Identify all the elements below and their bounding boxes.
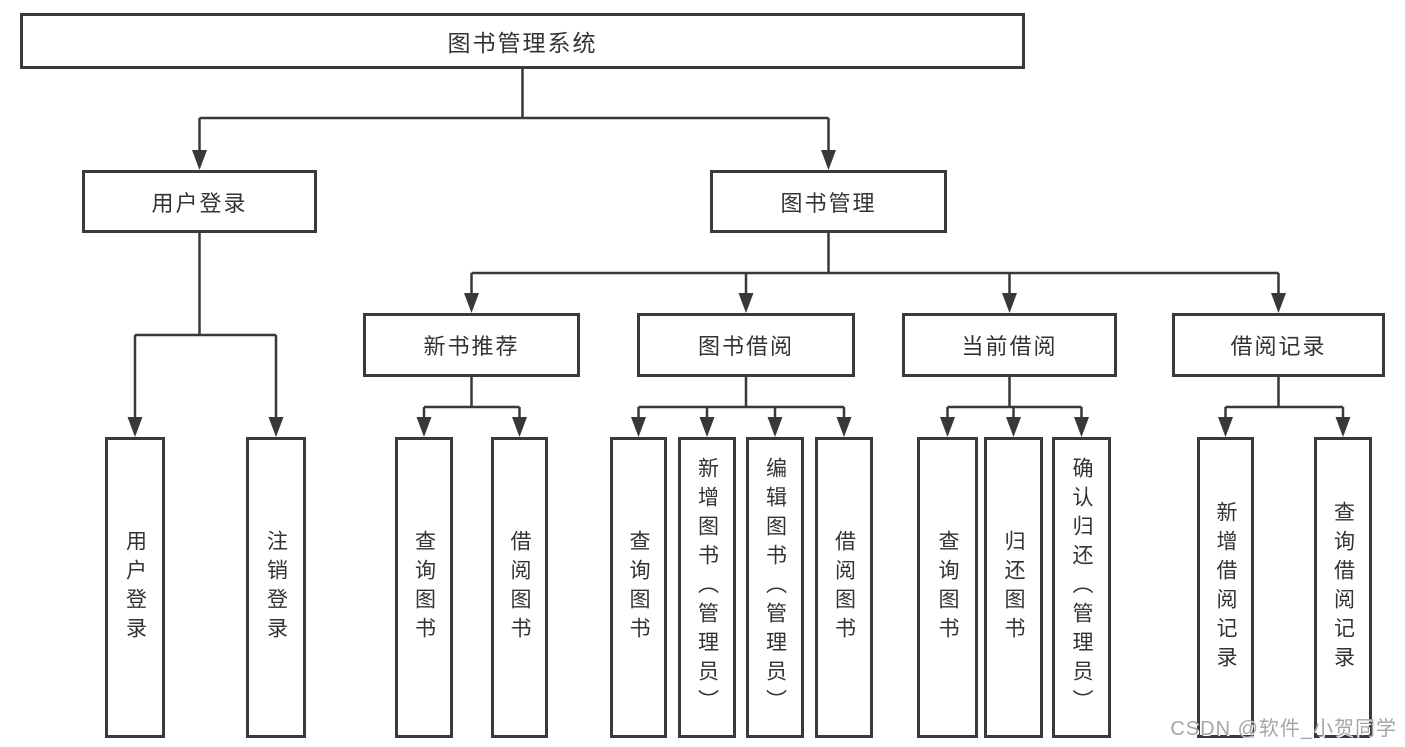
leaf-recommend-query-book: 查询图书 (395, 437, 453, 738)
leaf-logout: 注销登录 (246, 437, 306, 738)
leaf-user-login-label: 用户登录 (123, 529, 147, 646)
node-book-borrow-label: 图书借阅 (697, 334, 794, 359)
leaf-recommend-query-book-label: 查询图书 (412, 529, 436, 646)
leaf-query-borrow-record-label: 查询借阅记录 (1331, 500, 1355, 675)
leaf-add-book-admin: 新增图书（管理员） (678, 437, 736, 738)
leaf-return-book: 归还图书 (984, 437, 1043, 738)
leaf-borrow-book-label: 借阅图书 (832, 529, 856, 646)
leaf-borrow-query-book-label: 查询图书 (627, 529, 651, 646)
node-new-book-recommend: 新书推荐 (363, 313, 580, 377)
leaf-add-borrow-record: 新增借阅记录 (1197, 437, 1254, 738)
node-borrow-record-label: 借阅记录 (1230, 334, 1327, 359)
node-user-login: 用户登录 (82, 170, 317, 233)
node-book-management-label: 图书管理 (780, 190, 877, 216)
leaf-confirm-return-admin-label: 确认归还（管理员） (1070, 457, 1094, 718)
node-root-system: 图书管理系统 (20, 13, 1025, 69)
node-user-login-label: 用户登录 (151, 190, 248, 216)
leaf-recommend-borrow-book: 借阅图书 (491, 437, 548, 738)
leaf-current-query-book: 查询图书 (917, 437, 978, 738)
leaf-edit-book-admin: 编辑图书（管理员） (746, 437, 804, 738)
leaf-current-query-book-label: 查询图书 (936, 529, 960, 646)
node-borrow-record: 借阅记录 (1172, 313, 1385, 377)
node-book-management: 图书管理 (710, 170, 947, 233)
node-root-label: 图书管理系统 (447, 30, 598, 56)
node-current-borrow: 当前借阅 (902, 313, 1117, 377)
node-current-borrow-label: 当前借阅 (961, 334, 1058, 359)
leaf-return-book-label: 归还图书 (1002, 529, 1026, 646)
node-new-book-recommend-label: 新书推荐 (423, 334, 520, 359)
leaf-borrow-book: 借阅图书 (815, 437, 873, 738)
leaf-query-borrow-record: 查询借阅记录 (1314, 437, 1372, 738)
leaf-confirm-return-admin: 确认归还（管理员） (1052, 437, 1111, 738)
leaf-borrow-query-book: 查询图书 (610, 437, 667, 738)
leaf-edit-book-admin-label: 编辑图书（管理员） (763, 457, 787, 718)
csdn-watermark: CSDN @软件_小贺同学 (1170, 718, 1397, 740)
leaf-logout-label: 注销登录 (264, 529, 288, 646)
leaf-user-login: 用户登录 (105, 437, 165, 738)
node-book-borrow: 图书借阅 (637, 313, 855, 377)
leaf-add-borrow-record-label: 新增借阅记录 (1214, 500, 1238, 675)
leaf-recommend-borrow-book-label: 借阅图书 (508, 529, 532, 646)
leaf-add-book-admin-label: 新增图书（管理员） (695, 457, 719, 718)
